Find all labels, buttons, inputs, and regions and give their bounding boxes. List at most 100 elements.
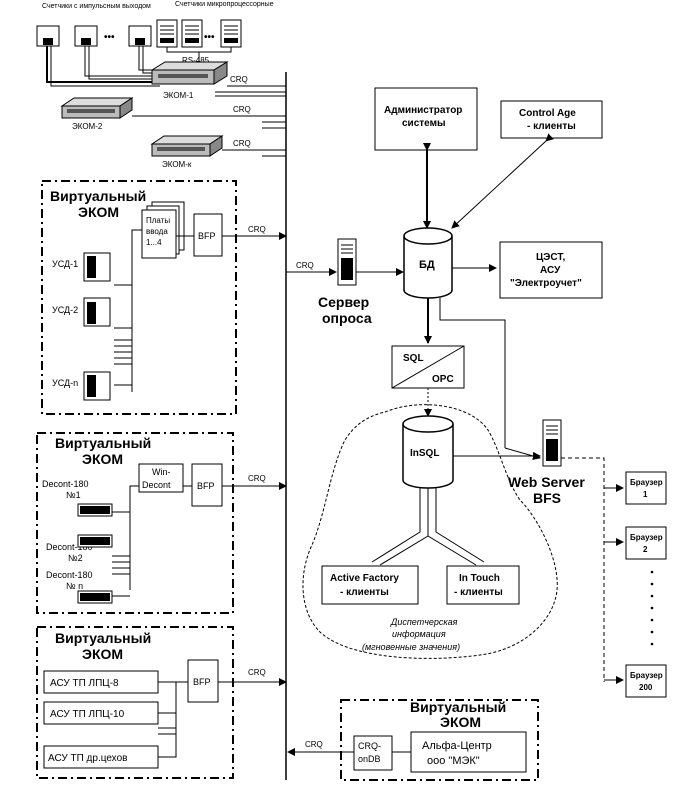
active-factory-label-line1: Active Factory xyxy=(330,573,399,584)
impulse-meter-n xyxy=(128,25,152,47)
micro-meter-n xyxy=(220,19,242,48)
browser-dot-6 xyxy=(650,630,654,634)
browser-1-name: Браузер xyxy=(630,478,663,487)
asu-lpc10-label: АСУ ТП ЛПЦ-10 xyxy=(50,709,125,720)
v2-bfp-box xyxy=(191,463,223,507)
decont1-label-line2: №1 xyxy=(66,490,81,500)
dispatcher-info-line2: информация xyxy=(392,629,446,639)
in-touch-label-line2: - клиенты xyxy=(454,587,503,598)
win-decont-box xyxy=(138,463,184,493)
decont1-device xyxy=(77,503,113,517)
micro-meter-1 xyxy=(156,19,178,48)
v1-crq-label: CRQ xyxy=(248,225,266,234)
control-age-box xyxy=(500,100,603,139)
boards-label-line1: Платы xyxy=(146,216,170,225)
virtual-ekom4-title-line2: ЭКОМ xyxy=(440,714,481,730)
usd2-label: УСД-2 xyxy=(52,305,78,315)
tsest-label-line3: "Электроучет" xyxy=(510,278,582,289)
win-decont-label-line2: Decont xyxy=(142,480,171,490)
v1-bfp-box xyxy=(193,213,223,257)
browser-dot-2 xyxy=(650,582,654,586)
asu-other-label: АСУ ТП др.цехов xyxy=(48,753,127,764)
control-age-label-line2: - клиенты xyxy=(527,121,576,132)
impulse-meter-2 xyxy=(74,25,98,47)
web-server-icon xyxy=(542,419,562,467)
decont2-label-line1: Decont-180 xyxy=(46,542,93,552)
usdn-device xyxy=(83,371,111,401)
virtual-ekom3-title-line1: Виртуальный xyxy=(55,630,151,646)
boards-label-line2: ввода xyxy=(146,227,168,236)
usd2-device xyxy=(83,297,111,327)
server-label-line2: опроса xyxy=(322,310,372,326)
v2-bfp-label: BFP xyxy=(197,481,215,491)
tsest-label-line1: ЦЭСТ, xyxy=(536,252,565,263)
usd1-label: УСД-1 xyxy=(52,259,78,269)
virtual-ekom3-title-line2: ЭКОМ xyxy=(82,646,123,662)
virtual-ekom1-title-line1: Виртуальный xyxy=(50,188,146,204)
meters-ellipsis-2: ••• xyxy=(204,32,215,43)
alfa-centr-label-line2: ооо "МЭК" xyxy=(427,755,480,767)
in-touch-label-line1: In Touch xyxy=(459,573,500,584)
ekomk-device xyxy=(150,135,224,157)
crq-ondb-box xyxy=(353,735,393,771)
decont2-label-line2: №2 xyxy=(68,553,83,563)
v3-bfp-box xyxy=(187,659,219,703)
crq-ondb-label-line1: CRQ- xyxy=(358,741,381,751)
dispatcher-info-line3: (мгновенные значения) xyxy=(362,642,460,652)
input-boards-stack xyxy=(141,201,185,259)
usd1-device xyxy=(83,252,111,282)
v1-bfp-label: BFP xyxy=(198,231,216,241)
virtual-ekom2-title-line2: ЭКОМ xyxy=(82,451,123,467)
ekom1-crq-label: CRQ xyxy=(230,75,248,84)
ekomk-crq-label: CRQ xyxy=(233,139,251,148)
meters-micro-label: Счетчики микропроцессорные xyxy=(175,1,274,8)
virtual-ekom4-title-line1: Виртуальный xyxy=(410,699,506,715)
browser-2-number: 2 xyxy=(643,545,648,554)
alfa-centr-label-line1: Альфа-Центр xyxy=(422,740,492,752)
sql-label: SQL xyxy=(403,353,424,364)
server-crq-label: CRQ xyxy=(296,261,314,270)
impulse-meter-1 xyxy=(36,25,60,47)
win-decont-label-line1: Win- xyxy=(152,467,171,477)
dispatcher-cloud xyxy=(302,404,558,659)
tsest-label-line2: АСУ xyxy=(540,265,561,276)
browser-dot-4 xyxy=(650,606,654,610)
virtual-ekom2-title-line1: Виртуальный xyxy=(55,435,151,451)
meters-impulse-label: Счетчики с импульсным выходом xyxy=(42,3,151,10)
ekom2-crq-label: CRQ xyxy=(233,105,251,114)
browser-dot-5 xyxy=(650,618,654,622)
virtual-ekom1-title-line2: ЭКОМ xyxy=(78,204,119,220)
micro-meter-2 xyxy=(181,19,203,48)
web-server-label-line2: BFS xyxy=(533,490,561,506)
opc-label: OPC xyxy=(432,374,454,385)
decontn-device xyxy=(77,590,113,604)
v3-crq-label: CRQ xyxy=(248,668,266,677)
dispatcher-info-line1: Диспетчерская xyxy=(390,617,458,627)
browser-1-box xyxy=(625,471,667,505)
ekom2-label: ЭКОМ-2 xyxy=(72,122,103,131)
virtual-ekom4-frame xyxy=(340,699,539,781)
tsest-box xyxy=(499,241,603,299)
boards-label-line3: 1...4 xyxy=(146,238,162,247)
crq-ondb-label-line2: onDB xyxy=(358,754,381,764)
usdn-label: УСД-n xyxy=(52,378,78,388)
insql-label: InSQL xyxy=(410,448,439,459)
browser-200-name: Браузер xyxy=(630,671,663,680)
browser-dot-1 xyxy=(650,570,654,574)
ekom2-device xyxy=(60,97,134,119)
browser-dot-7 xyxy=(650,642,654,646)
browser-2-box xyxy=(625,526,667,560)
browser-200-number: 200 xyxy=(639,683,653,692)
rs485-label: RS-485 xyxy=(182,56,210,65)
v3-bfp-label: BFP xyxy=(193,677,211,687)
v2-crq-label: CRQ xyxy=(248,474,266,483)
virtual-ekom2-frame xyxy=(36,432,234,614)
virtual-ekom1-frame xyxy=(41,180,237,415)
asu-lpc8-label: АСУ ТП ЛПЦ-8 xyxy=(50,678,119,689)
admin-label-line1: Администратор xyxy=(384,105,462,116)
database-cylinder xyxy=(403,227,453,299)
virtual-ekom3-frame xyxy=(36,626,234,779)
active-factory-box xyxy=(321,565,419,605)
decontn-label-line2: № n xyxy=(66,581,83,591)
